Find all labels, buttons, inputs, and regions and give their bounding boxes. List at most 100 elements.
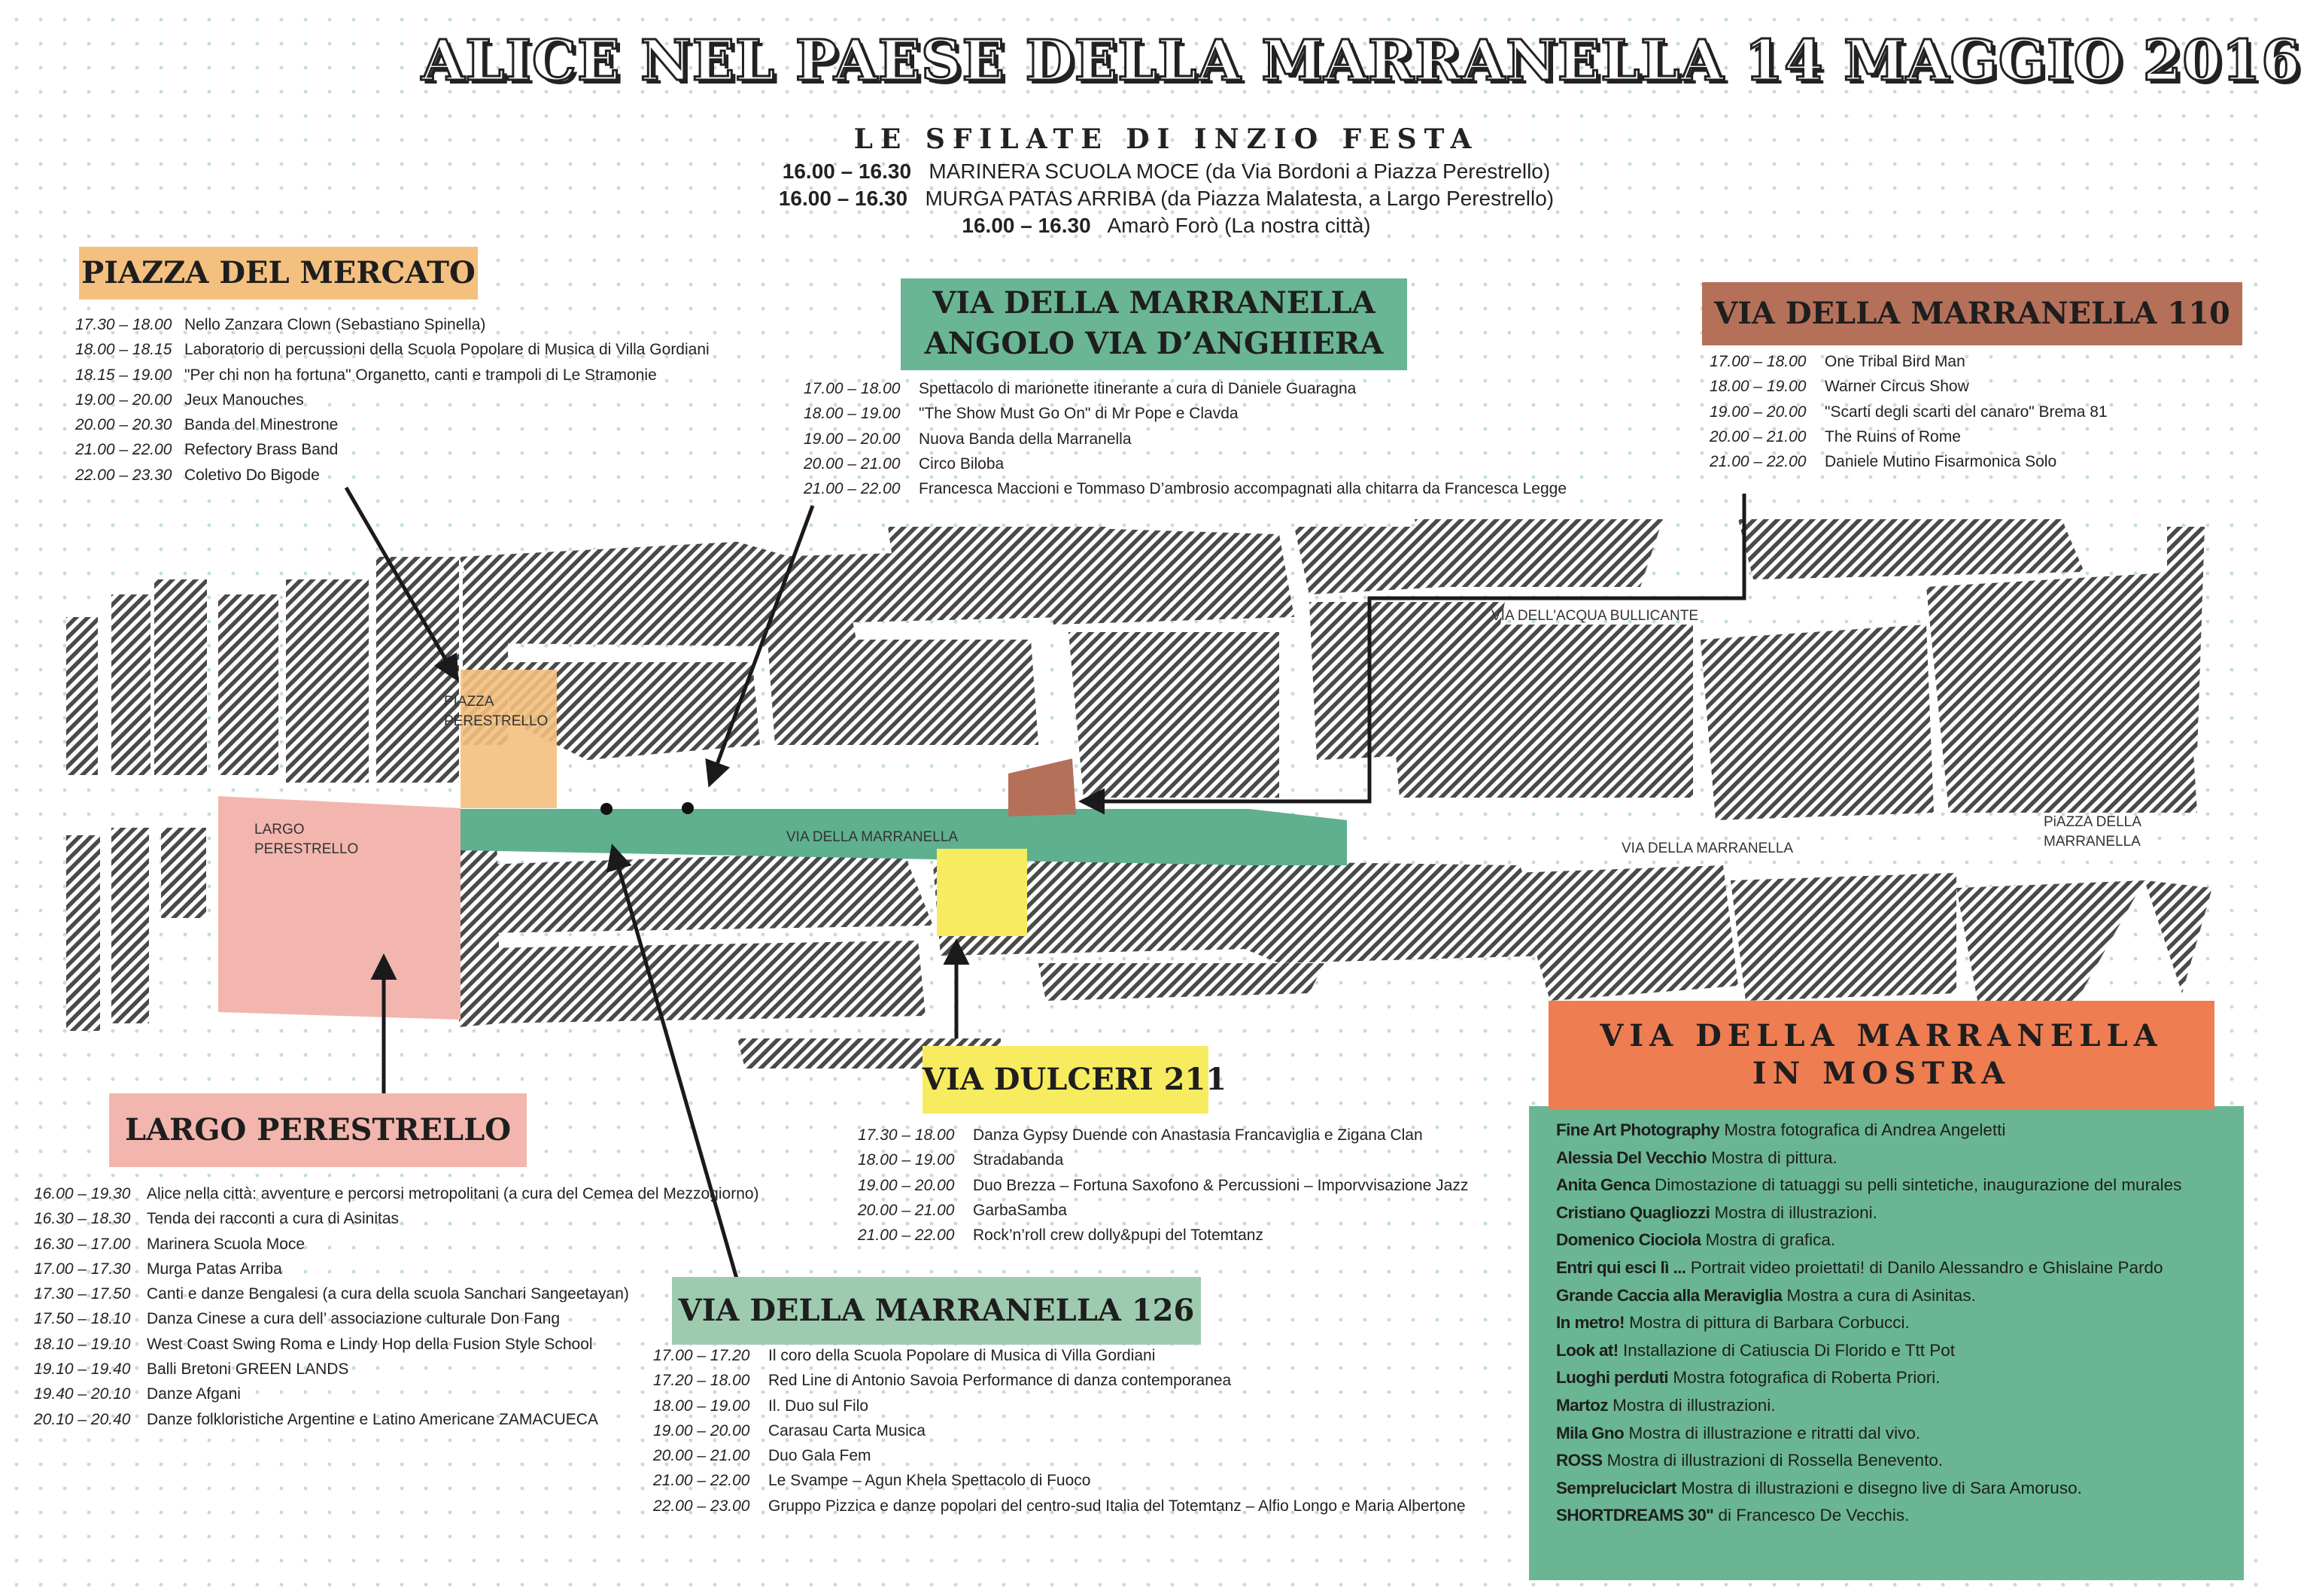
sfilate-text: MURGA PATAS ARRIBA (da Piazza Malatesta,… bbox=[925, 187, 1555, 210]
schedule-time: 18.15 – 19.00 bbox=[75, 366, 172, 384]
schedule-event: Laboratorio di percussioni della Scuola … bbox=[184, 341, 710, 359]
mostra-item: Mila Gno Mostra di illustrazione e ritra… bbox=[1556, 1420, 2181, 1448]
schedule-event: Duo Gala Fem bbox=[768, 1447, 871, 1465]
schedule-time: 17.00 – 18.00 bbox=[804, 380, 901, 397]
schedule-event: Le Svampe – Agun Khela Spettacolo di Fuo… bbox=[768, 1472, 1091, 1490]
schedule-row: 19.00 – 20.00 Carasau Carta Musica bbox=[653, 1418, 1466, 1443]
map-label-piazza-perestrello: PIAZZA PERESTRELLO bbox=[444, 692, 548, 731]
mostra-item: Luoghi perduti Mostra fotografica di Rob… bbox=[1556, 1364, 2181, 1392]
mostra-name: Sempreluciclart bbox=[1556, 1478, 1676, 1497]
mostra-name: Mila Gno bbox=[1556, 1423, 1625, 1442]
map-label-line: PiAZZA DELLA bbox=[2044, 814, 2141, 830]
arrow-110 bbox=[1078, 494, 1746, 815]
mostra-item: Alessia Del Vecchio Mostra di pittura. bbox=[1556, 1145, 2181, 1172]
map-label-line: PERESTRELLO bbox=[444, 713, 549, 729]
mostra-name: Domenico Ciociola bbox=[1556, 1230, 1701, 1250]
mostra-desc: Mostra di illustrazioni e disegno live d… bbox=[1676, 1478, 2082, 1497]
header-marranella-110: VIA DELLA MARRANELLA 110 bbox=[1702, 282, 2242, 345]
header-anghiera-line1: VIA DELLA MARRANELLA bbox=[932, 285, 1375, 321]
map-label-line: MARRANELLA bbox=[2044, 834, 2141, 850]
schedule-time: 18.00 – 19.00 bbox=[1710, 378, 1807, 396]
header-anghiera-line2: ANGOLO VIA D’ANGHIERA bbox=[924, 326, 1384, 361]
schedule-time: 21.00 – 22.00 bbox=[804, 480, 901, 498]
schedule-event: The Ruins of Rome bbox=[1825, 427, 1961, 445]
schedule-time: 19.10 – 19.40 bbox=[34, 1360, 131, 1379]
schedule-row: 18.00 – 18.15 Laboratorio di percussioni … bbox=[75, 337, 710, 362]
schedule-time: 19.00 – 20.00 bbox=[1710, 403, 1807, 421]
mostra-desc: Mostra di grafica. bbox=[1701, 1230, 1836, 1250]
sfilate-time: 16.00 – 16.30 bbox=[778, 187, 908, 210]
schedule-time: 17.30 – 18.00 bbox=[75, 316, 172, 333]
header-mostra: VIA DELLA MARRANELLA IN MOSTRA bbox=[1549, 1001, 2214, 1110]
mostra-name: Luoghi perduti bbox=[1556, 1368, 1669, 1388]
largo-perestrello-area bbox=[218, 796, 461, 1020]
mostra-name: Look at! bbox=[1556, 1340, 1619, 1360]
schedule-row: 16.30 – 18.30 Tenda dei racconti a cura d… bbox=[34, 1206, 759, 1231]
schedule-time: 16.30 – 18.30 bbox=[34, 1210, 131, 1228]
schedule-event: Gruppo Pizzica e danze popolari del cent… bbox=[768, 1497, 1466, 1515]
schedule-event: West Coast Swing Roma e Lindy Hop della … bbox=[147, 1335, 593, 1353]
dulceri-area bbox=[937, 849, 1027, 936]
map-label-line: PIAZZA bbox=[444, 694, 494, 710]
schedule-event: Il coro della Scuola Popolare di Musica … bbox=[768, 1347, 1156, 1364]
marranella-110-area bbox=[1008, 758, 1076, 816]
mostra-name: Anita Genca bbox=[1556, 1175, 1650, 1195]
schedule-time: 17.00 – 17.30 bbox=[34, 1260, 131, 1278]
schedule-time: 20.00 – 21.00 bbox=[1710, 427, 1807, 445]
schedule-time: 21.00 – 22.00 bbox=[858, 1227, 955, 1245]
via-marranella-street bbox=[461, 809, 1347, 865]
schedule-time: 18.00 – 18.15 bbox=[75, 341, 172, 359]
mostra-desc: Mostra di illustrazione e ritratti dal v… bbox=[1624, 1423, 1921, 1442]
schedule-event: GarbaSamba bbox=[973, 1201, 1067, 1219]
schedule-time: 21.00 – 22.00 bbox=[1710, 453, 1807, 471]
mostra-desc: Mostra fotografica di Andrea Angeletti bbox=[1719, 1120, 2006, 1139]
mostra-panel bbox=[1529, 1106, 2244, 1580]
schedule-event: Tenda dei racconti a cura di Asinitas bbox=[147, 1210, 400, 1228]
mostra-desc: Mostra fotografica di Roberta Priori. bbox=[1668, 1368, 1941, 1388]
mostra-desc: Mostra di pittura. bbox=[1706, 1148, 1837, 1167]
map-label-largo-perestrello: LARGO PERESTRELLO bbox=[254, 820, 358, 859]
schedule-time: 18.00 – 19.00 bbox=[858, 1151, 955, 1169]
schedule-event: "The Show Must Go On" di Mr Pope e Clavd… bbox=[919, 405, 1239, 423]
schedule-time: 19.00 – 20.00 bbox=[653, 1421, 750, 1439]
schedule-row: 19.00 – 20.00"Scarti degli scarti del ca… bbox=[1710, 400, 2108, 424]
schedule-marranella-126: 17.00 – 17.20 Il coro della Scuola Popola… bbox=[653, 1343, 1466, 1518]
sfilate-time: 16.00 – 16.30 bbox=[962, 214, 1091, 237]
mostra-item: Sempreluciclart Mostra di illustrazioni … bbox=[1556, 1475, 2181, 1503]
schedule-event: Carasau Carta Musica bbox=[768, 1421, 926, 1439]
arrow-mercato bbox=[344, 486, 459, 682]
schedule-event: Balli Bretoni GREEN LANDS bbox=[147, 1360, 349, 1379]
header-mostra-line2: IN MOSTRA bbox=[1752, 1056, 2011, 1091]
sfilate-item: 16.00 – 16.30 MURGA PATAS ARRIBA (da Pia… bbox=[677, 187, 1655, 211]
mostra-desc: Portrait video proiettati! di Danilo Ale… bbox=[1685, 1257, 2163, 1277]
mostra-name: Cristiano Quagliozzi bbox=[1556, 1202, 1710, 1222]
schedule-time: 16.30 – 17.00 bbox=[34, 1235, 131, 1253]
mostra-desc: Mostra di illustrazioni. bbox=[1607, 1395, 1776, 1415]
schedule-time: 17.00 – 17.20 bbox=[653, 1347, 750, 1364]
schedule-time: 20.10 – 20.40 bbox=[34, 1410, 131, 1428]
schedule-time: 17.00 – 18.00 bbox=[1710, 353, 1807, 370]
schedule-time: 17.30 – 17.50 bbox=[34, 1285, 131, 1303]
schedule-event: One Tribal Bird Man bbox=[1825, 353, 1965, 370]
mostra-item: Martoz Mostra di illustrazioni. bbox=[1556, 1392, 2181, 1420]
arrow-126 bbox=[606, 844, 743, 1295]
schedule-time: 19.00 – 20.00 bbox=[75, 391, 172, 409]
mostra-item: In metro! Mostra di pittura di Barbara C… bbox=[1556, 1309, 2181, 1337]
sfilate-item: 16.00 – 16.30 MARINERA SCUOLA MOCE (da V… bbox=[677, 160, 1655, 184]
